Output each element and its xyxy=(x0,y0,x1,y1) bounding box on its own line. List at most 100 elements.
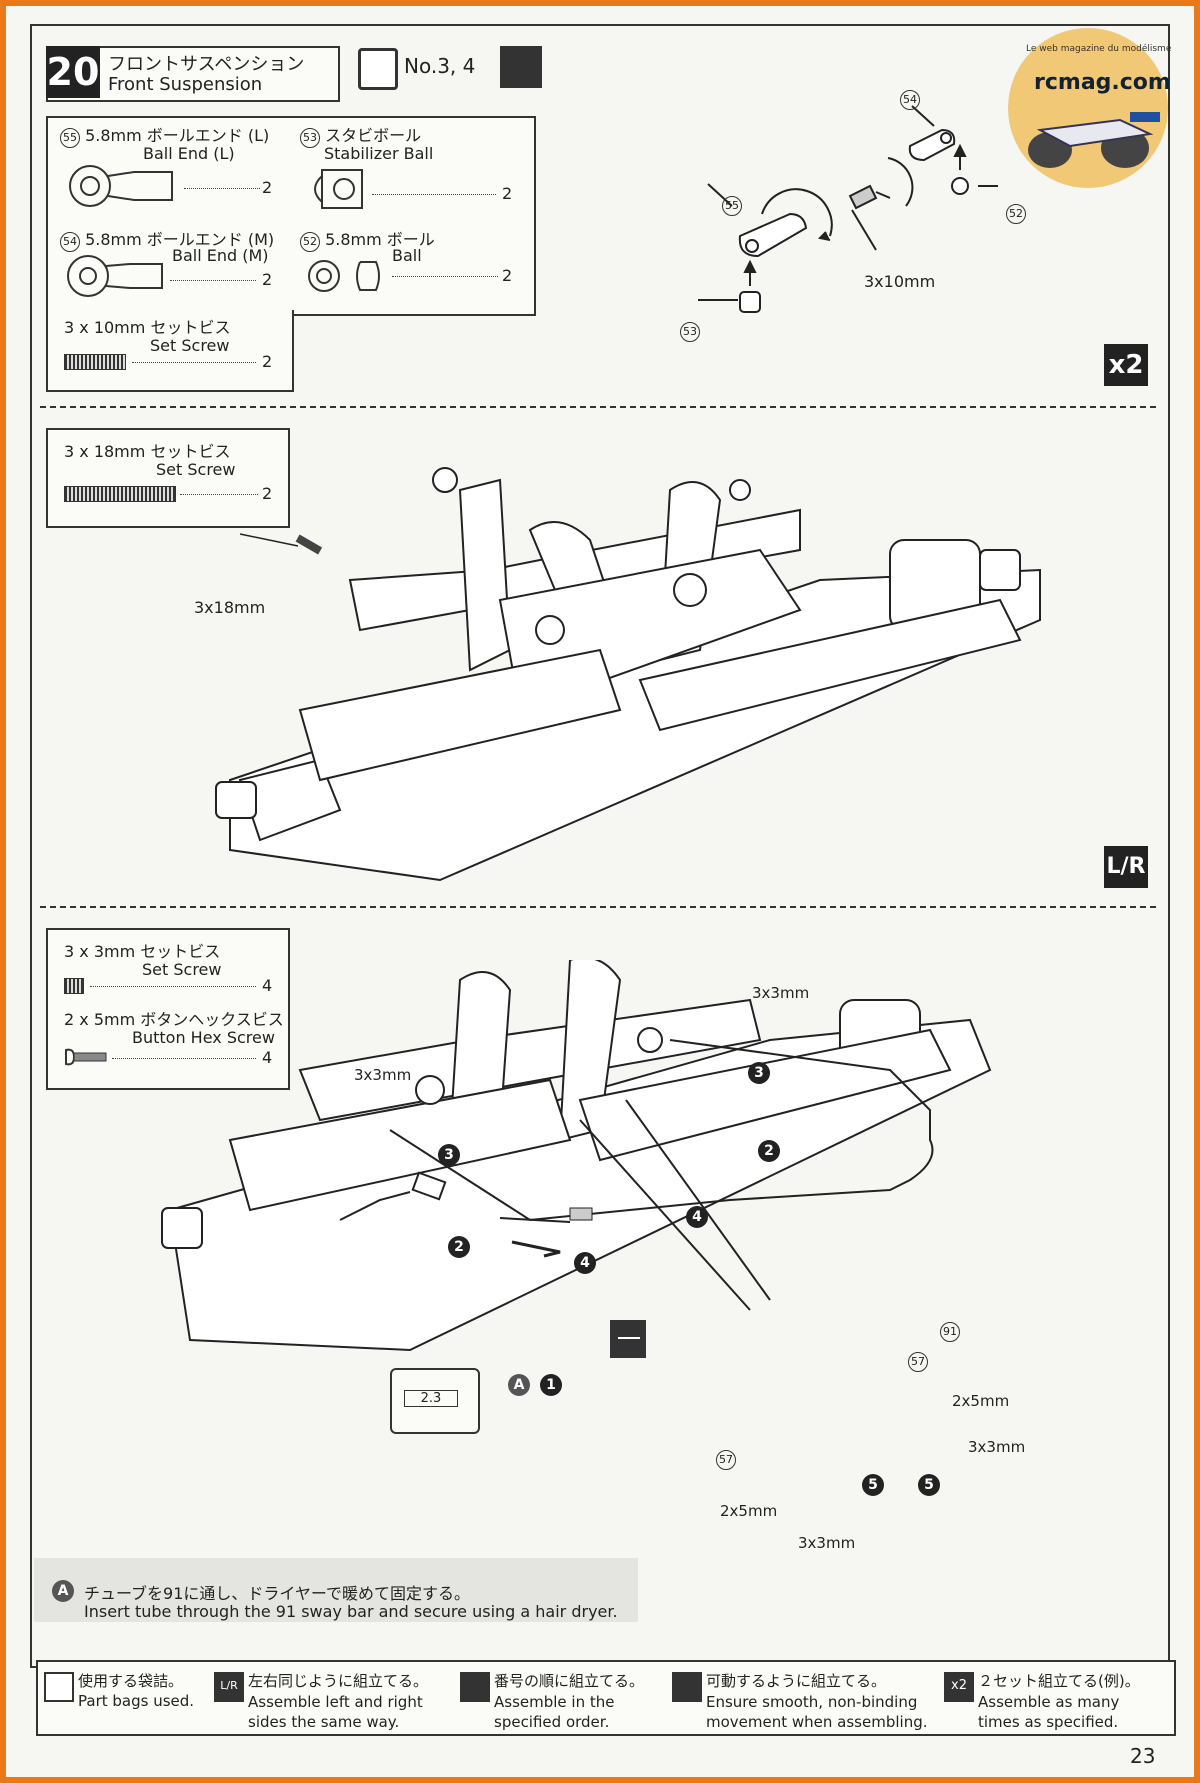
legend-order-en: Assemble in the specified order. xyxy=(494,1693,615,1731)
part-setscrew-3x10-jp: 3 x 10mm セットビス xyxy=(64,318,231,337)
step-badge-2a: 2 xyxy=(448,1236,470,1258)
label-57-2: 57 xyxy=(716,1448,736,1470)
note-a-letter: A xyxy=(52,1580,74,1602)
leader-setscrew-3x3 xyxy=(90,986,256,987)
ball-end-l-icon xyxy=(64,164,174,212)
part-53-en: Stabilizer Ball xyxy=(324,144,434,163)
part-52-num: 52 xyxy=(300,232,320,252)
part-55-jp: 5.8mm ボールエンド (L) xyxy=(85,126,270,145)
label-2x5mm-2: 2x5mm xyxy=(720,1502,778,1520)
ball-end-m-icon xyxy=(64,254,174,302)
part-52-en: Ball xyxy=(392,246,422,265)
qty-button-hex: 4 xyxy=(262,1048,273,1067)
label-2x5mm-1: 2x5mm xyxy=(952,1392,1010,1410)
bag-numbers: No.3, 4 xyxy=(404,54,476,78)
part-setscrew-3x18-en: Set Screw xyxy=(156,460,236,479)
label-3x3mm-3: 3x3mm xyxy=(968,1438,1026,1456)
step-badge-4a: 4 xyxy=(574,1252,596,1274)
qty-55: 2 xyxy=(262,178,273,197)
step-badge-3a: 3 xyxy=(438,1144,460,1166)
legend-bag-en: Part bags used. xyxy=(78,1692,195,1710)
label-91-num: 91 xyxy=(940,1322,960,1342)
label-52-num: 52 xyxy=(1006,204,1026,224)
qty-setscrew-3x18: 2 xyxy=(262,484,273,503)
legend-move-jp: 可動するように組立てる。 xyxy=(706,1672,887,1690)
leader-53 xyxy=(372,194,496,195)
label-53-num: 53 xyxy=(680,322,700,342)
order-legend-icon xyxy=(460,1672,490,1702)
step-badge-a: A xyxy=(508,1374,530,1396)
legend-move-en: Ensure smooth, non-binding movement when… xyxy=(706,1693,928,1731)
part-setscrew-3x3-jp: 3 x 3mm セットビス xyxy=(64,942,221,961)
label-53: 53 xyxy=(680,320,700,342)
legend-bag-jp: 使用する袋詰。 xyxy=(78,1672,184,1690)
qty-54: 2 xyxy=(262,270,273,289)
leader-52 xyxy=(392,276,498,277)
multiplier-badge: x2 xyxy=(1104,344,1148,386)
ball-icon xyxy=(306,256,386,300)
qty-53: 2 xyxy=(502,184,513,203)
label-91: 91 xyxy=(940,1320,960,1342)
label-3x3mm-4: 3x3mm xyxy=(798,1534,856,1552)
part-54-label: 54 5.8mm ボールエンド (M) xyxy=(60,226,274,252)
legend-x2-en: Assemble as many times as specified. xyxy=(978,1693,1120,1731)
order-icon xyxy=(500,46,542,88)
parts-box-1-ext xyxy=(46,310,294,392)
watermark-tagline: Le web magazine du modélisme xyxy=(1026,44,1172,54)
qty-52: 2 xyxy=(502,266,513,285)
step-title-jp: フロントサスペンション xyxy=(108,54,305,75)
legend-x2-jp: ２セット組立てる(例)。 xyxy=(978,1672,1140,1690)
part-setscrew-3x18-jp: 3 x 18mm セットビス xyxy=(64,442,231,461)
step-badge-5b: 5 xyxy=(918,1474,940,1496)
part-setscrew-3x3-en: Set Screw xyxy=(142,960,222,979)
step-badge-1: 1 xyxy=(540,1374,562,1396)
label-3x10mm: 3x10mm xyxy=(864,272,936,291)
part-52-jp: 5.8mm ボール xyxy=(325,230,435,249)
watermark-car xyxy=(1010,110,1160,170)
part-53-num: 53 xyxy=(300,128,320,148)
note-a-panel xyxy=(34,1558,638,1622)
lr-legend-icon: L/R xyxy=(214,1672,244,1702)
qty-setscrew-3x3: 4 xyxy=(262,976,273,995)
setscrew-3x10-icon xyxy=(64,354,126,370)
part-button-hex-jp: 2 x 5mm ボタンヘックスビス xyxy=(64,1010,284,1029)
part-53-label: 53 スタビボール xyxy=(300,122,421,148)
parts-box-3 xyxy=(46,928,290,1090)
label-57-1-num: 57 xyxy=(908,1352,928,1372)
move-legend-icon xyxy=(672,1672,702,1702)
leader-setscrew-3x10 xyxy=(132,362,256,363)
watermark-site: rcmag.com xyxy=(1034,70,1171,95)
diagram-ball-end-assembly xyxy=(680,86,1040,366)
legend-lr-en: Assemble left and right sides the same w… xyxy=(248,1693,423,1731)
qty-setscrew-3x10: 2 xyxy=(262,352,273,371)
label-57-2-num: 57 xyxy=(716,1450,736,1470)
leader-54 xyxy=(170,280,256,281)
part-54-en: Ball End (M) xyxy=(172,246,269,265)
note-a-en: Insert tube through the 91 sway bar and … xyxy=(84,1602,618,1621)
parts-box-1 xyxy=(46,116,536,316)
x2-legend-icon: x2 xyxy=(944,1672,974,1702)
step-number: 20 xyxy=(46,46,100,98)
setscrew-3x18-icon xyxy=(64,486,176,502)
lr-badge: L/R xyxy=(1104,846,1148,888)
diagram-chassis-2 xyxy=(150,956,1030,1380)
step-badge-4b: 4 xyxy=(686,1206,708,1228)
part-55-num: 55 xyxy=(60,128,80,148)
stabilizer-ball-icon xyxy=(306,166,376,216)
setscrew-3x3-icon xyxy=(64,978,84,994)
diagram-chassis-1 xyxy=(200,450,1060,890)
part-54-jp: 5.8mm ボールエンド (M) xyxy=(85,230,275,249)
label-55-num: 55 xyxy=(722,196,742,216)
leader-button-hex xyxy=(112,1058,256,1059)
label-52: 52 xyxy=(1006,202,1026,224)
separator-2 xyxy=(40,906,1156,908)
note-a-jp: チューブを91に通し、ドライヤーで暖めて固定する。 xyxy=(84,1584,470,1603)
button-hex-icon xyxy=(64,1048,108,1070)
step-badge-2b: 2 xyxy=(758,1140,780,1162)
label-3x3mm-1: 3x3mm xyxy=(354,1066,412,1084)
callout-value: 2.3 xyxy=(404,1390,458,1407)
step-badge-5a: 5 xyxy=(862,1474,884,1496)
bag-legend-icon xyxy=(44,1672,74,1702)
page-number: 23 xyxy=(1130,1744,1156,1768)
label-57-1: 57 xyxy=(908,1350,928,1372)
